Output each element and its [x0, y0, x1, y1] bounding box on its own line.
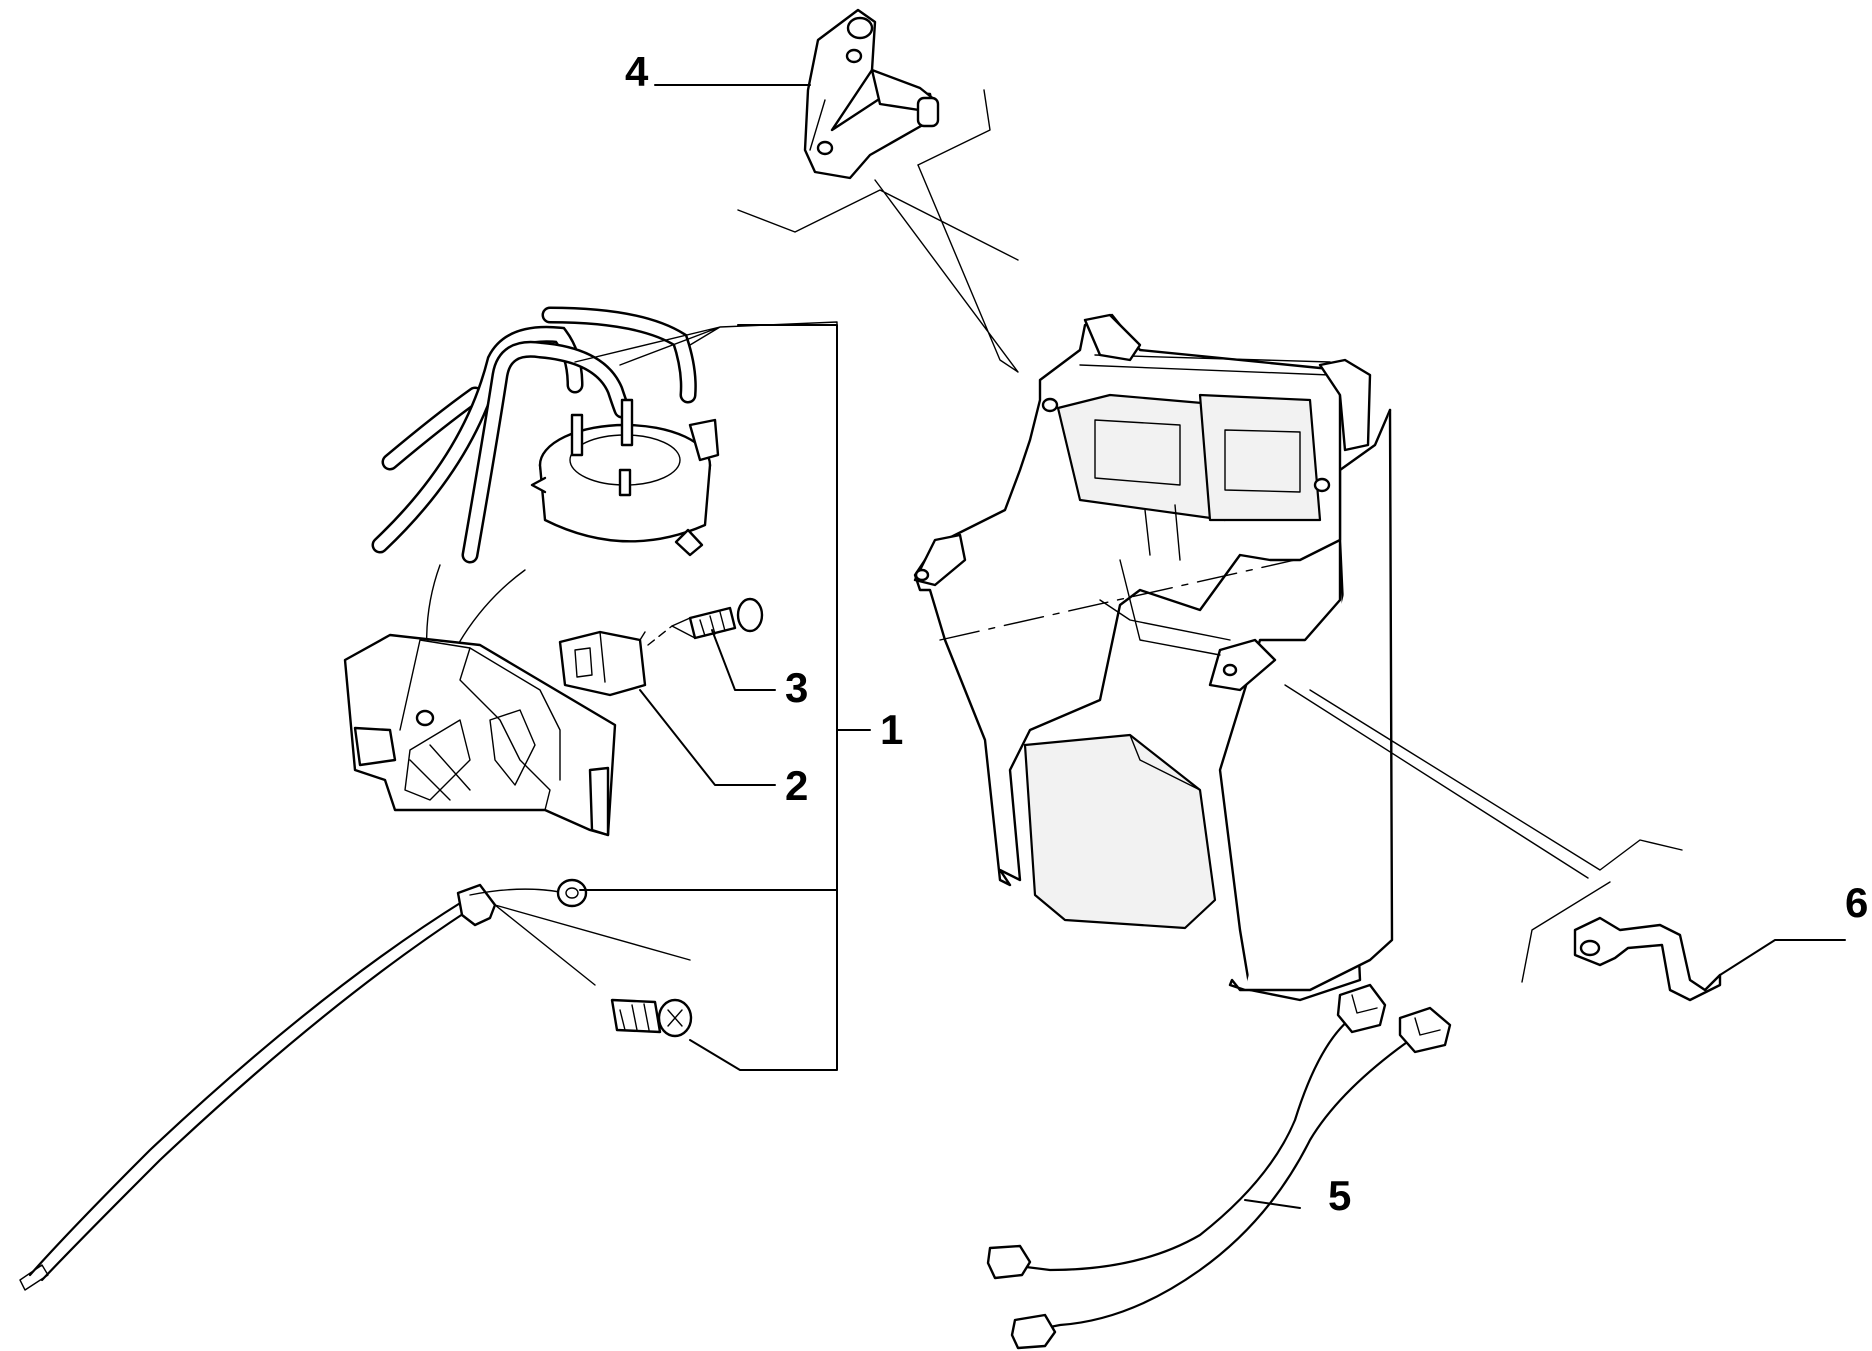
part-6-bracket — [1573, 916, 1722, 1002]
callout-2: 2 — [785, 762, 808, 809]
axis-line — [939, 559, 1296, 641]
hose-bundle — [371, 306, 697, 564]
callout-5: 5 — [1328, 1172, 1351, 1219]
bowden-cable — [19, 878, 588, 1291]
actuator-housing — [343, 633, 617, 837]
distributor-disc — [530, 398, 720, 557]
callout-6: 6 — [1845, 879, 1868, 926]
part-4-leader-lines — [737, 164, 1019, 373]
main-housing — [913, 313, 1394, 1002]
part-6-leader-lines — [1284, 684, 1683, 983]
callout-1: 1 — [880, 706, 903, 753]
part-4-bracket — [803, 8, 940, 180]
part-5-wiring-harness — [986, 983, 1452, 1350]
callout-3: 3 — [785, 664, 808, 711]
part-3-screw — [671, 597, 764, 640]
callout-4: 4 — [625, 48, 649, 95]
callout-leaders — [579, 84, 1846, 1209]
part-2-connector — [558, 630, 647, 697]
part-1-screw — [610, 998, 693, 1038]
